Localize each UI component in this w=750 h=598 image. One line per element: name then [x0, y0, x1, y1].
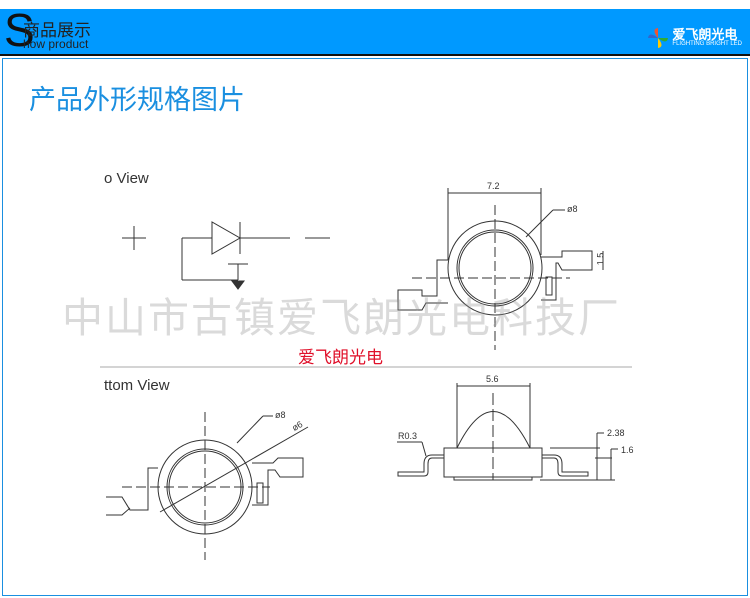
logo-text-en: FLIGHTING BRIGHT LED: [672, 41, 742, 47]
header-s-letter: S: [4, 4, 35, 56]
top-view-label: o View: [104, 170, 149, 187]
brand-logo: 爱飞朗光电 FLIGHTING BRIGHT LED: [647, 27, 742, 49]
side-view: [397, 383, 618, 481]
watermark: 中山市古镇爱飞朗光电科技厂: [62, 295, 621, 341]
dim-lead-width: 1.5: [595, 252, 606, 266]
dim-bottom-outer: ø8: [275, 410, 286, 420]
dim-outer-dia: ø8: [567, 204, 578, 214]
dim-dome: 5.6: [486, 374, 499, 384]
header-title-cn: 商品展示: [23, 21, 91, 40]
header-bar: S 商品展示 how product 爱飞朗光电 FLIGHTING BRIGH…: [0, 5, 750, 56]
dim-radius: R0.3: [398, 431, 418, 441]
dim-base-height: 1.6: [621, 445, 634, 455]
top-view: [397, 188, 604, 350]
dim-width: 7.2: [487, 181, 500, 191]
bottom-view-label: ttom View: [104, 377, 170, 394]
pinwheel-icon: [648, 28, 669, 48]
header-title-en: how product: [23, 37, 89, 51]
bottom-view: [106, 412, 309, 560]
red-brand-label: 爱飞朗光电: [298, 348, 383, 367]
content-frame: [2, 58, 748, 596]
page-title: 产品外形规格图片: [29, 85, 245, 115]
dim-height: 2.38: [607, 428, 625, 438]
logo-text-cn: 爱飞朗光电: [672, 27, 738, 42]
diode-schematic: [122, 221, 330, 290]
